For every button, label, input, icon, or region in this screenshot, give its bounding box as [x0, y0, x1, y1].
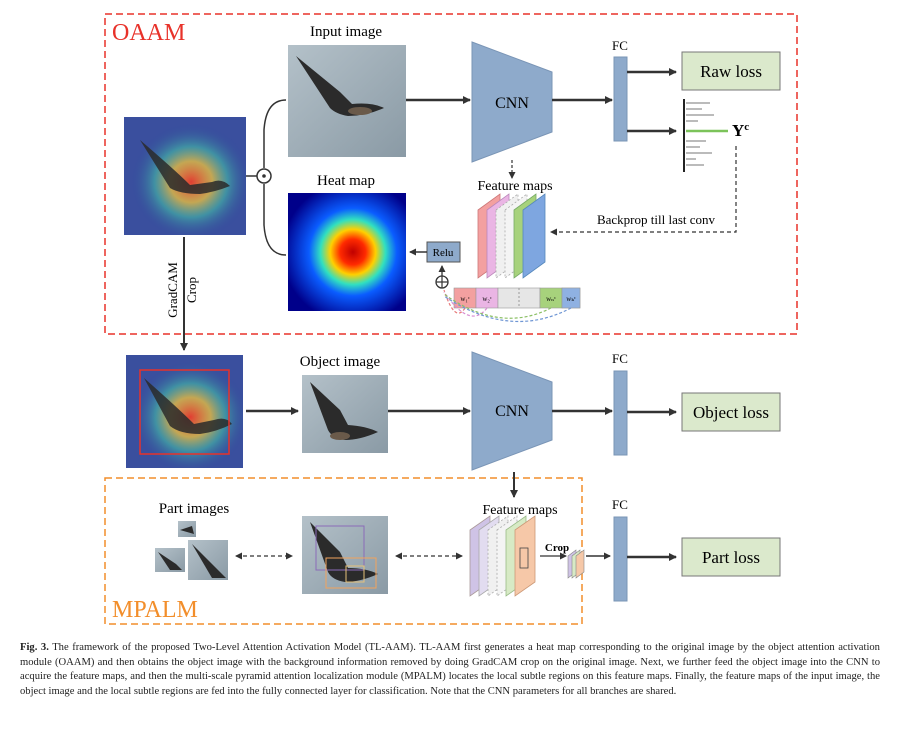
fc-label-3: FC — [612, 497, 628, 512]
framework-diagram: OAAM MPALM GradCAM Crop Input image Heat… — [104, 13, 798, 625]
feature-maps-stack-mpalm — [469, 515, 536, 597]
object-loss-label: Object loss — [693, 403, 769, 422]
heat-map-label: Heat map — [317, 173, 375, 189]
fc-label-2: FC — [612, 351, 628, 366]
cnn-label: CNN — [495, 95, 529, 112]
mpalm-label: MPALM — [112, 597, 198, 623]
crop-label: Crop — [545, 542, 569, 554]
input-image-label: Input image — [310, 24, 382, 40]
oaam-module-border — [104, 13, 798, 335]
object-image — [302, 375, 388, 453]
crop-vertical-label: Crop — [184, 277, 199, 303]
part-images — [155, 521, 228, 580]
caption-text: The framework of the proposed Two-Level … — [20, 642, 880, 697]
yc-label: Yc — [732, 121, 749, 140]
feature-maps-label-mpalm: Feature maps — [482, 503, 557, 518]
weight-vector: w₁ᶜ w₂ᶜ wₙᶜ wₖᶜ — [453, 287, 581, 309]
weight-k: wₖᶜ — [566, 295, 576, 303]
weight-n: wₙᶜ — [546, 295, 556, 303]
object-image-label: Object image — [300, 354, 381, 370]
fc-layer-1 — [613, 56, 628, 142]
cropped-overlay-image — [126, 355, 243, 468]
fc-layer-2 — [613, 370, 628, 456]
raw-loss-label: Raw loss — [700, 62, 762, 81]
feature-maps-label-oaam: Feature maps — [477, 179, 552, 194]
part-loss-box — [681, 537, 781, 577]
part-loss-label: Part loss — [702, 548, 760, 567]
fc-label-1: FC — [612, 38, 628, 53]
backprop-label: Backprop till last conv — [597, 212, 716, 227]
figure-caption: Fig. 3. The framework of the proposed Tw… — [20, 641, 880, 699]
part-images-label: Part images — [159, 501, 230, 517]
heat-map-image — [288, 193, 406, 311]
cnn-block-oaam — [471, 41, 553, 163]
object-loss-box — [681, 392, 781, 432]
mpalm-module-border — [104, 477, 583, 625]
raw-loss-box — [681, 51, 781, 91]
cnn-label-2: CNN — [495, 403, 529, 420]
object-image-with-regions — [302, 516, 388, 594]
fc-layer-3 — [613, 516, 628, 602]
feature-maps-stack-oaam — [477, 193, 546, 279]
weight-2: w₂ᶜ — [482, 295, 491, 303]
weight-1: w₁ᶜ — [460, 295, 469, 303]
heatmap-overlay-image — [124, 117, 246, 235]
class-score-bars — [683, 99, 728, 172]
cropped-feature-maps — [567, 549, 585, 579]
oaam-label: OAAM — [112, 20, 185, 46]
relu-label: Relu — [433, 247, 454, 259]
gradcam-label: GradCAM — [165, 262, 180, 318]
input-image — [288, 45, 406, 157]
cnn-block-object — [471, 351, 553, 471]
caption-label: Fig. 3. — [20, 642, 49, 653]
